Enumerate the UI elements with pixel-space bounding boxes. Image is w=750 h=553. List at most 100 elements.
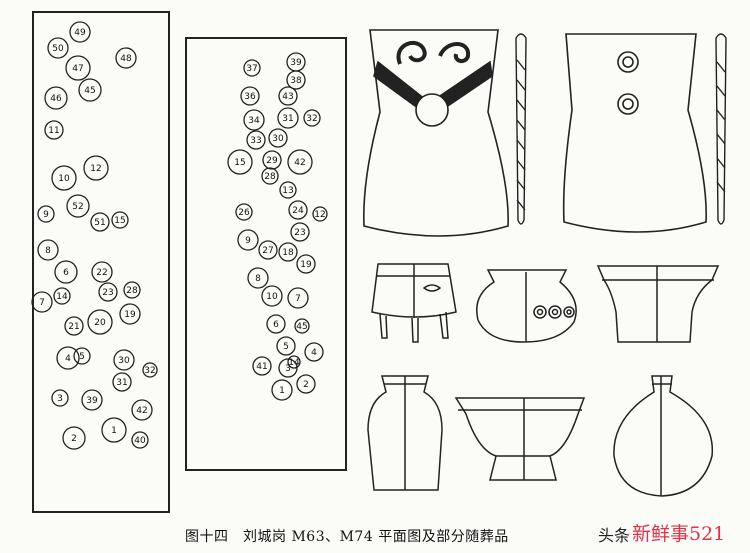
bronze-axe-two-holes-icon (562, 33, 707, 233)
m74-object-outline (290, 222, 310, 242)
m74-object-number: 30 (272, 134, 284, 144)
m74-object-number: 24 (292, 206, 304, 216)
m74-object-number: 32 (306, 114, 317, 124)
m74-object-number: 18 (282, 248, 294, 258)
m74-object-number: 28 (264, 172, 276, 182)
m74-object-outline (296, 254, 316, 274)
m74-object-outline (278, 242, 298, 262)
m74-object-outline (247, 267, 269, 289)
m63-object-number: 47 (72, 64, 83, 74)
m63-object-outline (56, 346, 80, 370)
m74-object-number: 23 (294, 228, 305, 238)
m74-object-outline (294, 318, 310, 334)
m74-object-outline (246, 130, 266, 150)
m63-object-number: 28 (126, 286, 138, 296)
m74-object-number: 27 (262, 246, 273, 256)
m63-object-number: 22 (96, 268, 107, 278)
m63-object-outline (91, 261, 113, 283)
m63-object-number: 3 (57, 394, 63, 404)
m63-object-outline (78, 78, 102, 102)
m74-object-number: 10 (266, 292, 278, 302)
m74-object-outline (304, 342, 324, 362)
m74-object-number: 34 (248, 116, 260, 126)
m63-object-outline (53, 287, 71, 305)
m74-object-number: 26 (238, 208, 250, 218)
m63-object-number: 7 (39, 298, 45, 308)
m74-object-number: 38 (290, 76, 302, 86)
m63-object-number: 23 (102, 288, 113, 298)
m74-object-outline (243, 59, 261, 77)
m74-object-outline (262, 150, 282, 170)
m63-object-outline (47, 37, 69, 59)
m63-object-outline (51, 165, 77, 191)
m63-object-number: 45 (84, 86, 95, 96)
m74-object-number: 7 (295, 294, 301, 304)
m63-object-number: 19 (124, 310, 136, 320)
m74-object-outline (243, 109, 265, 131)
round-pot-icon (476, 269, 577, 343)
m63-object-number: 10 (58, 174, 70, 184)
m74-object-outline (279, 181, 297, 199)
m63-object-number: 39 (86, 396, 98, 406)
m63-object-number: 42 (136, 406, 147, 416)
m74-object-number: 8 (255, 274, 261, 284)
flask-vessel-icon (613, 375, 714, 497)
m74-object-number: 3 (285, 364, 291, 374)
m63-object-outline (98, 282, 118, 302)
m63-object-outline (119, 303, 141, 325)
m74-object-outline (261, 285, 283, 307)
m74-object-number: 36 (244, 92, 256, 102)
m63-object-number: 49 (74, 28, 86, 38)
m74-object-number: 9 (245, 236, 251, 246)
m63-object-number: 4 (65, 354, 71, 364)
m63-object-number: 40 (134, 436, 146, 446)
ring-foot-bowl-icon (454, 397, 586, 481)
m74-object-outline (240, 86, 260, 106)
m74-object-outline (287, 287, 309, 309)
m63-object-outline (64, 316, 84, 336)
m74-object-number: 6 (273, 320, 279, 330)
m74-object-outline (278, 358, 298, 378)
m74-object-number: 12 (314, 210, 325, 220)
m74-object-outline (261, 167, 279, 185)
m63-object-number: 21 (68, 322, 79, 332)
m63-object-outline (37, 239, 59, 261)
m74-object-number: 43 (282, 92, 293, 102)
bronze-axe-cloud-pattern-icon (363, 29, 509, 237)
m74-object-outline (296, 374, 316, 394)
m74-object-outline (303, 109, 321, 127)
m74-object-number: 14 (288, 358, 300, 368)
m63-object-number: 9 (43, 210, 49, 220)
m74-object-number: 45 (296, 322, 307, 332)
m63-object-outline (112, 372, 132, 392)
m74-object-outline (235, 203, 253, 221)
m63-object-number: 11 (48, 126, 59, 136)
m74-object-number: 15 (234, 158, 245, 168)
m74-object-number: 5 (283, 342, 289, 352)
m63-object-number: 51 (94, 218, 105, 228)
m63-object-outline (142, 362, 158, 378)
m63-object-outline (123, 281, 141, 299)
m74-object-outline (252, 356, 272, 376)
m74-object-outline (271, 379, 293, 401)
m63-object-number: 50 (52, 44, 64, 54)
m74-object-number: 1 (279, 386, 285, 396)
axe-side-profile-icon (515, 33, 527, 225)
m74-object-number: 2 (303, 380, 309, 390)
m63-object-outline (111, 211, 129, 229)
watermark-brand: 新鲜事521 (632, 523, 726, 545)
m63-object-number: 1 (111, 426, 117, 436)
m63-object-outline (69, 21, 91, 43)
m74-object-outline (278, 86, 298, 106)
m63-object-outline (51, 389, 69, 407)
m63-object-outline (73, 347, 91, 365)
figure-caption: 图十四 刘城岗 M63、M74 平面图及部分随葬品 (185, 529, 509, 545)
m74-object-number: 13 (282, 186, 293, 196)
m74-object-outline (287, 149, 313, 175)
tripod-vessel-icon (371, 263, 457, 343)
m63-object-number: 30 (118, 356, 130, 366)
m63-object-number: 52 (72, 202, 83, 212)
m63-object-outline (37, 205, 55, 223)
m63-object-outline (115, 47, 137, 69)
